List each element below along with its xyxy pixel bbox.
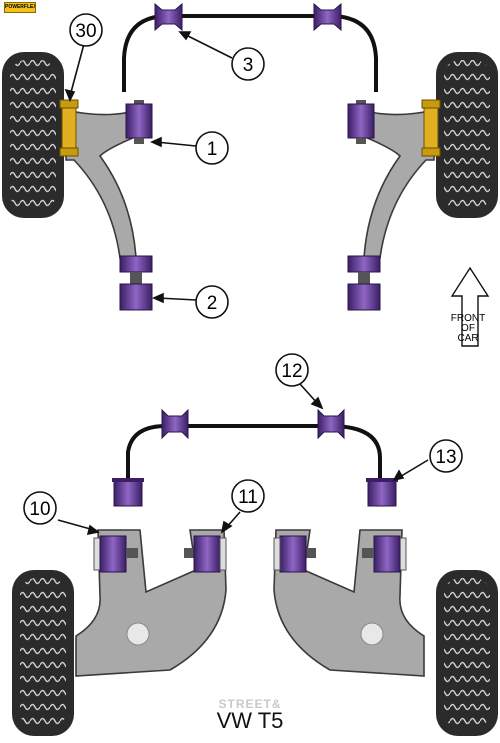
bush-drop-link-left [112,478,144,507]
ball-joint-left [59,99,79,157]
callout-2: 2 [195,285,229,319]
callout-1-label: 1 [207,139,218,160]
callout-13: 13 [429,439,463,473]
tyre-rear-left [12,570,74,736]
bush-wishbone-front-right [347,100,375,144]
wishbone-front-left [65,108,144,259]
callout-10: 10 [23,491,57,525]
front-of-car-arrow [450,266,490,347]
bush-lower-arm-rear-left [184,535,227,573]
bush-lower-arm-front-right [362,535,407,573]
bush-drop-link-right [366,478,398,507]
wishbone-front-right [356,108,435,259]
callout-1: 1 [195,131,229,165]
callout-30-label: 30 [75,21,96,42]
bush-wishbone-rear-left [119,255,153,311]
bush-lower-arm-front-left [93,535,138,573]
brand-logo: POWERFLEX [4,2,36,13]
bush-lower-arm-rear-right [273,535,316,573]
front-label-line-1: FRONT [450,313,486,324]
front-label-line-2: OF [461,323,475,334]
callout-2-label: 2 [207,293,218,314]
callout-10-label: 10 [29,499,50,520]
bush-wishbone-rear-right [347,255,381,311]
callout-11-label: 11 [238,487,258,508]
bush-arb-left [154,2,183,32]
tyre-front-right [436,52,498,218]
callout-3: 3 [231,47,265,81]
callout-12-label: 12 [281,361,302,382]
callout-3-label: 3 [243,55,254,76]
tyre-rear-right [436,570,498,736]
bush-rear-arb-right [317,408,345,440]
callout-30: 30 [69,13,103,47]
bush-rear-arb-left [161,408,189,440]
bush-wishbone-front-left [125,100,153,144]
diagram-title: VW T5 [216,708,284,733]
ball-joint-right [421,99,441,157]
callout-13-label: 13 [435,447,456,468]
tyre-front-left [2,52,64,218]
front-of-car-label: FRONT OF CAR [448,314,488,344]
callout-12: 12 [275,353,309,387]
anti-roll-bar-front [122,14,378,92]
callout-11: 11 [231,479,265,513]
front-label-line-3: CAR [457,333,479,344]
bush-arb-right [313,2,342,32]
watermark-logo: STREET& [218,697,282,711]
